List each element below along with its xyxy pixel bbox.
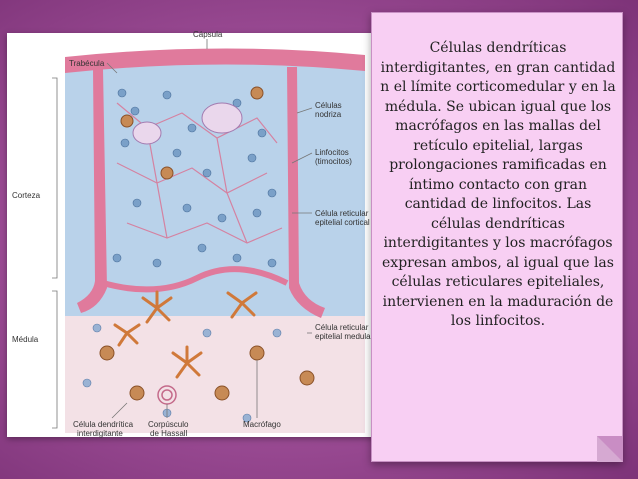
thymus-illustration [52,39,365,433]
label-celulas-nodriza-2: nodriza [315,110,342,119]
trabecula-right [287,67,325,318]
label-cel-ret-medular-1: Célula reticular [315,323,369,332]
trabecula-left [77,69,107,313]
page-curl-corner [597,436,623,462]
label-hassall-1: Corpúsculo [148,420,189,429]
label-linfocitos-1: Linfocitos [315,148,349,157]
label-cel-ret-cortical-1: Célula reticular [315,209,369,218]
label-cel-ret-cortical-2: epitelial cortical [315,218,370,227]
label-capsula: Cápsula [193,30,223,39]
label-trabecula: Trabécula [69,59,105,68]
label-corteza: Corteza [12,191,41,200]
card-paragraph: Células dendríticas interdigitantes, en … [380,40,616,329]
label-medula: Médula [12,335,39,344]
label-dendritica-2: interdigitante [77,429,123,438]
label-celulas-nodriza-1: Células [315,101,342,110]
capsule-band [65,48,365,73]
label-macrofago: Macrófago [243,420,281,429]
label-linfocitos-2: (timocitos) [315,157,352,166]
cortex-region [65,61,365,316]
label-dendritica-1: Célula dendrítica [73,420,134,429]
label-hassall-2: de Hassall [150,429,188,438]
label-cel-ret-medular-2: epitelial medular [315,332,374,341]
text-card: Células dendríticas interdigitantes, en … [371,12,623,462]
thymus-diagram: Cápsula Trabécula Células nodriza Linfoc… [7,30,437,438]
